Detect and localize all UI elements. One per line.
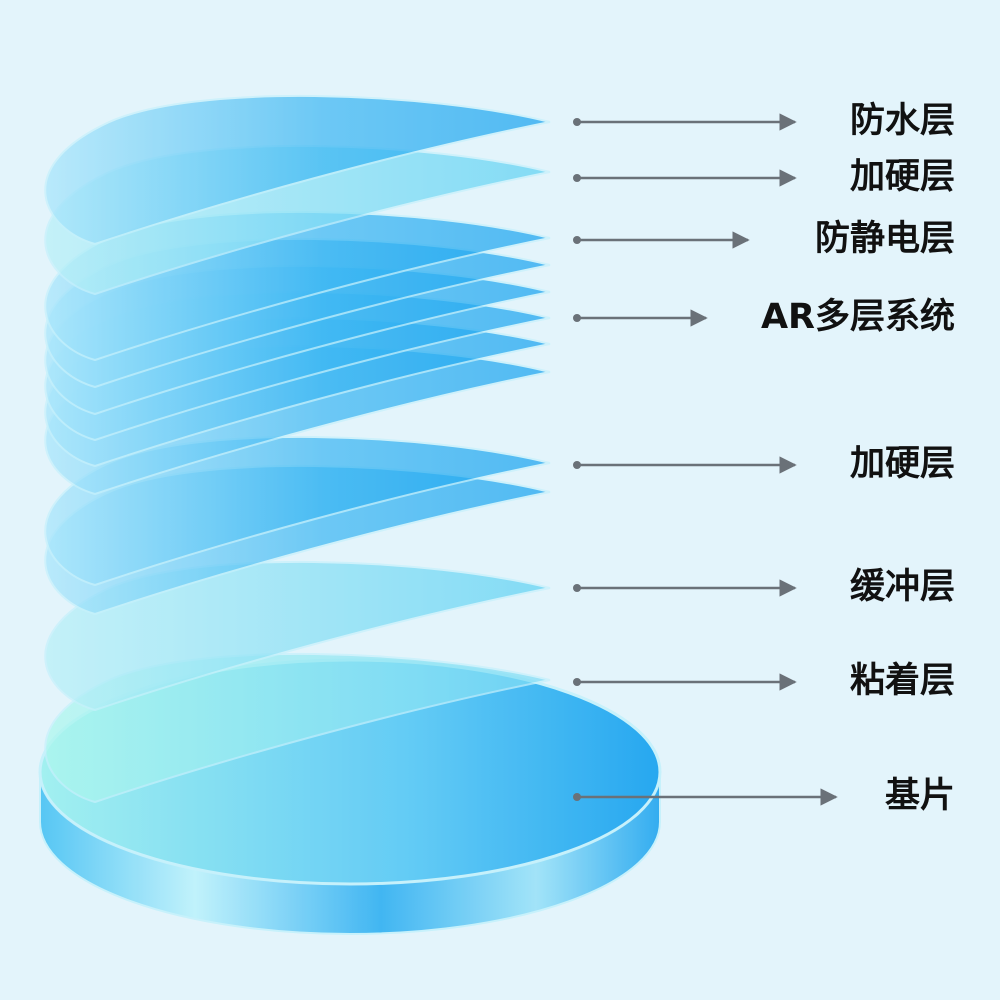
layer-label: 粘着层 [850, 661, 955, 701]
layer-label: 加硬层 [850, 444, 955, 484]
annotation-1: 防水层 [573, 101, 955, 141]
annotation-2: 加硬层 [573, 157, 955, 197]
layer-label: 防水层 [850, 101, 955, 141]
layer-sheet-12 [44, 94, 551, 246]
annotation-8: 基片 [573, 776, 955, 816]
annotation-5: 加硬层 [573, 444, 955, 484]
layer-label: AR多层系统 [761, 297, 955, 337]
annotation-3: 防静电层 [573, 219, 955, 259]
layer-sheet-4 [44, 435, 551, 587]
layer-label: 基片 [885, 776, 955, 816]
layer-sheet-1 [44, 652, 551, 804]
layer-sheet-2 [44, 560, 551, 712]
layer-label: 加硬层 [850, 157, 955, 197]
layer-label: 防静电层 [815, 219, 955, 259]
annotation-6: 缓冲层 [573, 567, 955, 607]
annotation-7: 粘着层 [573, 661, 955, 701]
thin-layers [44, 94, 551, 804]
layer-label: 缓冲层 [850, 567, 955, 607]
annotation-4: AR多层系统 [573, 297, 955, 337]
